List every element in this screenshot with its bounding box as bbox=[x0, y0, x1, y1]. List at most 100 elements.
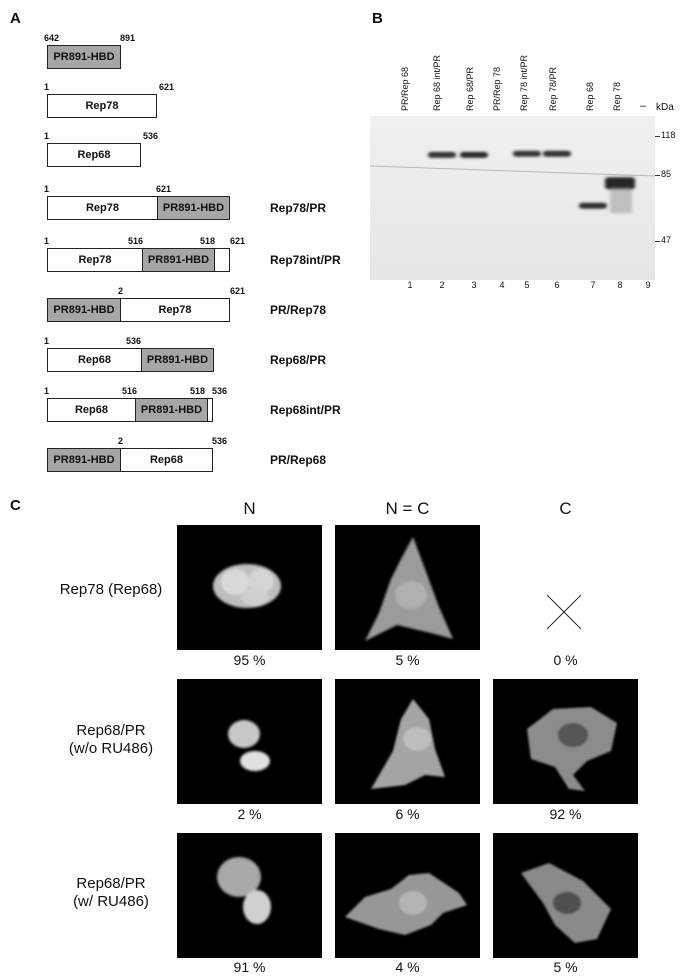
percent-rep78-cytoplasmic: 0 % bbox=[553, 652, 578, 668]
construct-rep78: Rep78 1 621 bbox=[0, 82, 699, 118]
lane-number-1: 1 bbox=[407, 280, 413, 290]
segment-rep68: Rep68 bbox=[47, 348, 142, 372]
mw-marker-47: 47 bbox=[661, 235, 672, 245]
construct-label: Rep78int/PR bbox=[270, 253, 341, 267]
residue-junction: 621 bbox=[156, 184, 172, 194]
segment-rep68: Rep68 bbox=[120, 448, 213, 472]
residue-junction: 2 bbox=[118, 286, 124, 296]
lane-number-7: 7 bbox=[590, 280, 596, 290]
residue-start: 642 bbox=[44, 33, 60, 43]
segment-rep78: Rep78 bbox=[47, 248, 143, 272]
micrograph-rep68pr-ru486-nuclear bbox=[177, 833, 322, 958]
lane-number-6: 6 bbox=[554, 280, 560, 290]
blot-band-lane-5 bbox=[513, 150, 541, 157]
construct-label: Rep68int/PR bbox=[270, 403, 341, 417]
residue-end: 536 bbox=[212, 386, 228, 396]
membrane-background bbox=[370, 116, 655, 280]
column-header-nuclear-cytoplasmic: N = C bbox=[385, 499, 430, 518]
lane-label-9: – bbox=[640, 100, 647, 112]
residue-start: 1 bbox=[44, 82, 50, 92]
micrograph-rep68pr-ru486-cytoplasmic bbox=[493, 833, 638, 958]
residue-junction: 2 bbox=[118, 436, 124, 446]
percent-rep68pr-no-ru486-cytoplasmic: 92 % bbox=[549, 806, 582, 822]
panel-b-western-blot: PR/Rep 68 Rep 68 int/PR Rep 68/PR PR/Rep… bbox=[0, 0, 699, 300]
construct-label: Rep78/PR bbox=[270, 201, 327, 215]
segment-pr-hbd: PR891-HBD bbox=[157, 196, 230, 220]
lane-number-5: 5 bbox=[524, 280, 530, 290]
construct-rep68: Rep68 1 536 bbox=[0, 131, 699, 167]
segment-rep78: Rep78 bbox=[120, 298, 230, 322]
segment-pr-hbd: PR891-HBD bbox=[47, 448, 121, 472]
percent-rep68pr-no-ru486-nuclear: 2 % bbox=[237, 806, 262, 822]
construct-rep78int-pr: Rep78 PR891-HBD 1 516 518 621 Rep78int/P… bbox=[0, 236, 699, 272]
lane-label-4: PR/Rep 78 bbox=[492, 66, 502, 111]
row-label-rep68-pr-ru486: Rep68/PR (w/ RU486) bbox=[73, 875, 149, 910]
mw-tick-47 bbox=[655, 241, 660, 242]
lane-label-1: PR/Rep 68 bbox=[400, 66, 410, 111]
residue-end: 621 bbox=[230, 286, 246, 296]
construct-pr-rep68: PR891-HBD Rep68 2 536 PR/Rep68 bbox=[0, 436, 699, 472]
lane-label-8: Rep 78 bbox=[612, 81, 622, 111]
blot-band-lane-6 bbox=[543, 150, 571, 157]
segment-rep68-tail bbox=[207, 398, 213, 422]
construct-rep78-pr: Rep78 PR891-HBD 1 621 Rep78/PR bbox=[0, 184, 699, 220]
residue-junction: 536 bbox=[126, 336, 142, 346]
segment-rep68: Rep68 bbox=[47, 398, 136, 422]
mw-tick-118 bbox=[655, 136, 660, 137]
lane-label-5: Rep 78 int/PR bbox=[519, 54, 529, 111]
segment-rep78-tail bbox=[214, 248, 230, 272]
residue-start: 1 bbox=[44, 131, 50, 141]
lane-number-4: 4 bbox=[499, 280, 505, 290]
column-header-cytoplasmic: C bbox=[559, 499, 572, 518]
residue-end: 891 bbox=[120, 33, 136, 43]
micrograph-rep68pr-ru486-nuclear-cytoplasmic bbox=[335, 833, 480, 958]
segment-pr-hbd: PR891-HBD bbox=[141, 348, 214, 372]
residue-end: 536 bbox=[212, 436, 228, 446]
residue-start: 1 bbox=[44, 184, 50, 194]
residue-insert-start: 516 bbox=[128, 236, 144, 246]
segment-rep78: Rep78 bbox=[47, 94, 157, 118]
construct-rep68int-pr: Rep68 PR891-HBD 1 516 518 536 Rep68int/P… bbox=[0, 386, 699, 422]
segment-rep78: Rep78 bbox=[47, 196, 158, 220]
blot-band-lane-2 bbox=[428, 151, 456, 158]
micrograph-rep78-nuclear bbox=[177, 525, 322, 650]
segment-rep68: Rep68 bbox=[47, 143, 141, 167]
panel-c-letter: C bbox=[10, 497, 21, 514]
lane-label-2: Rep 68 int/PR bbox=[432, 54, 442, 111]
segment-pr-hbd: PR891-HBD bbox=[47, 298, 121, 322]
residue-start: 1 bbox=[44, 236, 50, 246]
percent-rep68pr-ru486-nuclear-cytoplasmic: 4 % bbox=[395, 959, 420, 975]
construct-rep68-pr: Rep68 PR891-HBD 1 536 Rep68/PR bbox=[0, 336, 699, 372]
residue-end: 621 bbox=[159, 82, 175, 92]
blot-smear-lane-8 bbox=[610, 187, 632, 214]
band-layer bbox=[428, 150, 635, 214]
percent-rep68pr-no-ru486-nuclear-cytoplasmic: 6 % bbox=[395, 806, 420, 822]
lane-number-3: 3 bbox=[471, 280, 477, 290]
column-header-nuclear: N bbox=[243, 499, 256, 518]
mw-unit-label: kDa bbox=[656, 102, 674, 113]
construct-label: Rep68/PR bbox=[270, 353, 327, 367]
mw-marker-85: 85 bbox=[661, 169, 672, 179]
row-label-rep78: Rep78 (Rep68) bbox=[59, 581, 163, 598]
residue-start: 1 bbox=[44, 336, 50, 346]
mw-tick-85 bbox=[655, 175, 660, 176]
lane-number-2: 2 bbox=[439, 280, 445, 290]
segment-pr-hbd: PR891-HBD bbox=[142, 248, 215, 272]
lane-number-8: 8 bbox=[617, 280, 623, 290]
lane-label-6: Rep 78/PR bbox=[548, 66, 558, 111]
membrane-crease-line bbox=[370, 165, 655, 177]
panel-a-letter: A bbox=[10, 10, 21, 27]
blot-band-lane-7 bbox=[579, 202, 607, 209]
blot-band-lane-3 bbox=[460, 151, 488, 158]
construct-pr-rep78: PR891-HBD Rep78 2 621 PR/Rep78 bbox=[0, 286, 699, 322]
construct-label: PR/Rep78 bbox=[270, 303, 327, 317]
construct-label: PR/Rep68 bbox=[270, 453, 327, 467]
residue-start: 1 bbox=[44, 386, 50, 396]
western-blot-membrane bbox=[370, 116, 655, 280]
micrograph-rep78-nuclear-cytoplasmic bbox=[335, 525, 480, 650]
residue-end: 621 bbox=[230, 236, 246, 246]
row-label-rep68-pr-no-ru486: Rep68/PR (w/o RU486) bbox=[68, 722, 154, 757]
panel-b-letter: B bbox=[372, 10, 383, 27]
blot-band-lane-8 bbox=[605, 177, 635, 190]
lane-number-9: 9 bbox=[645, 280, 651, 290]
